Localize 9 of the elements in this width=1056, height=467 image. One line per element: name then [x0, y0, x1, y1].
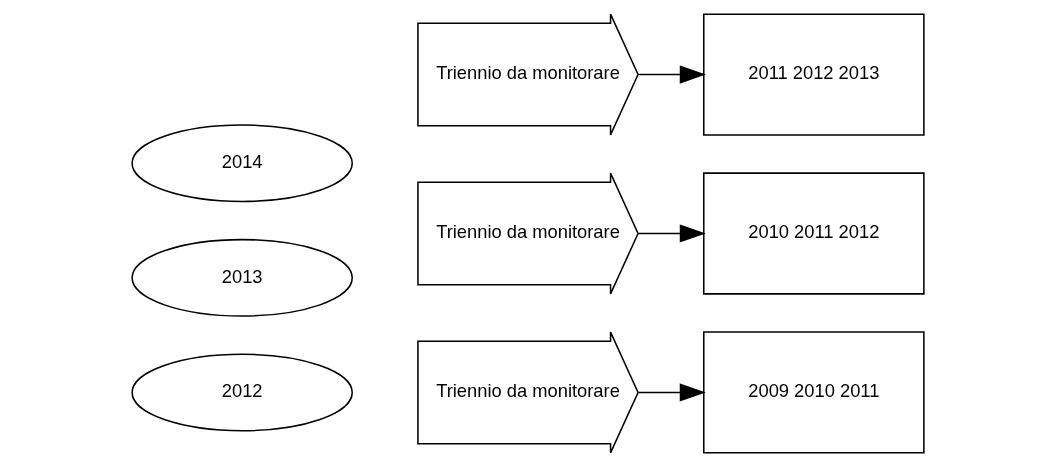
node-ellipse: 2012	[131, 353, 353, 432]
node-ellipse: 2013	[131, 238, 353, 317]
arrow	[637, 383, 706, 402]
node-box: 2009 2010 2011	[703, 331, 925, 454]
node-ellipse: 2014	[131, 124, 353, 203]
arrow	[637, 65, 706, 84]
arrow	[637, 224, 706, 243]
node-box: 2010 2011 2012	[703, 172, 925, 295]
node-box: 2011 2012 2013	[703, 13, 925, 136]
